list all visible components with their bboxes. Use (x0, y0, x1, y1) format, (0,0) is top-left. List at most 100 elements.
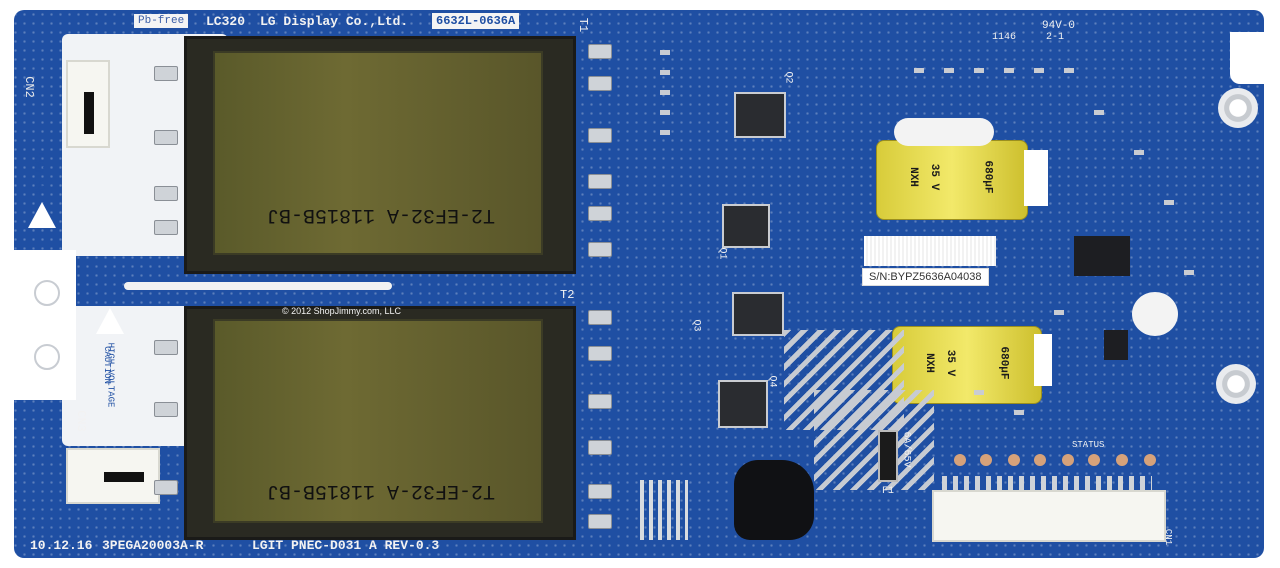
mount-post-top (1218, 88, 1258, 128)
left-notch (14, 250, 76, 400)
model-label: LC320 (206, 14, 246, 29)
transformer-t1-marking: T2-EF32-A 11815B-BJ (267, 203, 496, 226)
test-pad (954, 454, 966, 466)
connector-cn3-wire (104, 472, 144, 482)
ic-small (1104, 330, 1128, 360)
copyright-label: © 2012 ShopJimmy.com, LLC (282, 306, 402, 316)
cn3-label: CN3 (73, 410, 88, 432)
smd-part (1004, 68, 1014, 73)
smd-part (1014, 410, 1024, 415)
test-pad (980, 454, 992, 466)
smd-part (660, 90, 670, 95)
isolation-stripe (124, 282, 392, 290)
smd-part (660, 50, 670, 55)
pin (154, 130, 178, 145)
mosfet-q1 (722, 204, 770, 248)
maker-label: LG Display Co.,Ltd. (260, 14, 409, 29)
code-left-label: 3PEGA20003A-R (102, 538, 204, 553)
fuse-rating-label: 6A/65V (900, 431, 912, 468)
capacitor-top-value: 680µF (981, 160, 994, 194)
test-pad (1116, 454, 1128, 466)
inverter-board: Pb-free LC320 LG Display Co.,Ltd. 6632L-… (14, 10, 1264, 558)
pin (154, 340, 178, 355)
smd-part (974, 390, 984, 395)
q4-label: Q4 (766, 375, 778, 388)
capacitor-top-brand: NXH (906, 167, 919, 187)
smd-part (974, 68, 984, 73)
connector-cn2-wire (84, 92, 94, 134)
smd-part (1064, 68, 1074, 73)
pin (154, 402, 178, 417)
controller-ic (1074, 236, 1130, 276)
pin (588, 206, 612, 221)
transformer-t1: T2-EF32-A 11815B-BJ (184, 36, 576, 274)
transformer-t2-core (213, 319, 543, 523)
test-pad (1062, 454, 1074, 466)
smd-part (1054, 310, 1064, 315)
pin (588, 44, 612, 59)
right-edge-notch (1230, 32, 1264, 84)
connector-cn1 (932, 490, 1166, 542)
capacitor-bottom-sleeve (1034, 334, 1052, 386)
pin (154, 66, 178, 81)
part-number-label: 6632L-0636A (432, 13, 520, 29)
test-pad (1144, 454, 1156, 466)
test-pad (1008, 454, 1020, 466)
capacitor-top-sleeve (1024, 150, 1048, 206)
pb-free-label: Pb-free (134, 14, 189, 28)
capacitor-bottom-value: 680µF (997, 346, 1010, 380)
mosfet-q4 (718, 380, 768, 428)
test-pad (1088, 454, 1100, 466)
connector-cn1-pins (942, 476, 1152, 490)
code-right-label: LGIT PNEC-D031 A REV-0.3 (252, 538, 440, 553)
cn2-label: CN2 (21, 76, 36, 98)
t2-label: T2 (560, 288, 575, 302)
cert-sub-label: 2-1 (1046, 32, 1065, 43)
pin (588, 484, 612, 499)
mount-hole-left-bottom (34, 344, 60, 370)
pin (588, 128, 612, 143)
warning-icon-top (28, 202, 56, 228)
pin (588, 310, 612, 325)
mount-post-bottom (1216, 364, 1256, 404)
transformer-t2-marking: T2-EF32-A 11815B-BJ (267, 479, 496, 502)
cert-label: 94V-0 (1042, 20, 1076, 32)
capacitor-top: NXH 35 V 680µF (876, 140, 1028, 220)
glue-blob (894, 118, 994, 146)
mosfet-q2 (734, 92, 786, 138)
q2-label: Q2 (782, 71, 794, 84)
black-patch (734, 460, 814, 540)
cooling-slots (640, 480, 688, 540)
warning-icon-bottom (96, 308, 124, 334)
pin (588, 440, 612, 455)
smd-part (1184, 270, 1194, 275)
q3-label: Q3 (690, 319, 702, 332)
pin (588, 346, 612, 361)
pin (588, 394, 612, 409)
transformer-t2: T2-EF32-A 11815B-BJ (184, 306, 576, 540)
mount-hole-left-top (34, 280, 60, 306)
cn1-label: CN1 (1163, 528, 1174, 546)
t1-label: T1 (576, 17, 591, 33)
pin (154, 220, 178, 235)
smd-part (660, 70, 670, 75)
smd-part (1164, 200, 1174, 205)
pin (154, 480, 178, 495)
smd-part (1034, 68, 1044, 73)
glue-blob (1132, 292, 1178, 336)
serial-label: S/N:BYPZ5636A04038 (862, 268, 989, 286)
test-pad (1034, 454, 1046, 466)
capacitor-top-voltage: 35 V (928, 163, 941, 191)
capacitor-bottom-voltage: 35 V (944, 349, 957, 377)
heatsink-hatch-lower (814, 390, 934, 490)
transformer-t1-core (213, 51, 543, 255)
pin (154, 186, 178, 201)
smd-part (944, 68, 954, 73)
q1-label: Q1 (716, 247, 728, 260)
pin (588, 76, 612, 91)
date-label: 10.12.16 (30, 538, 93, 553)
status-label: STATUS (1072, 440, 1105, 450)
cert-code-label: 1146 (992, 32, 1017, 43)
smd-part (1134, 150, 1144, 155)
pin (588, 514, 612, 529)
